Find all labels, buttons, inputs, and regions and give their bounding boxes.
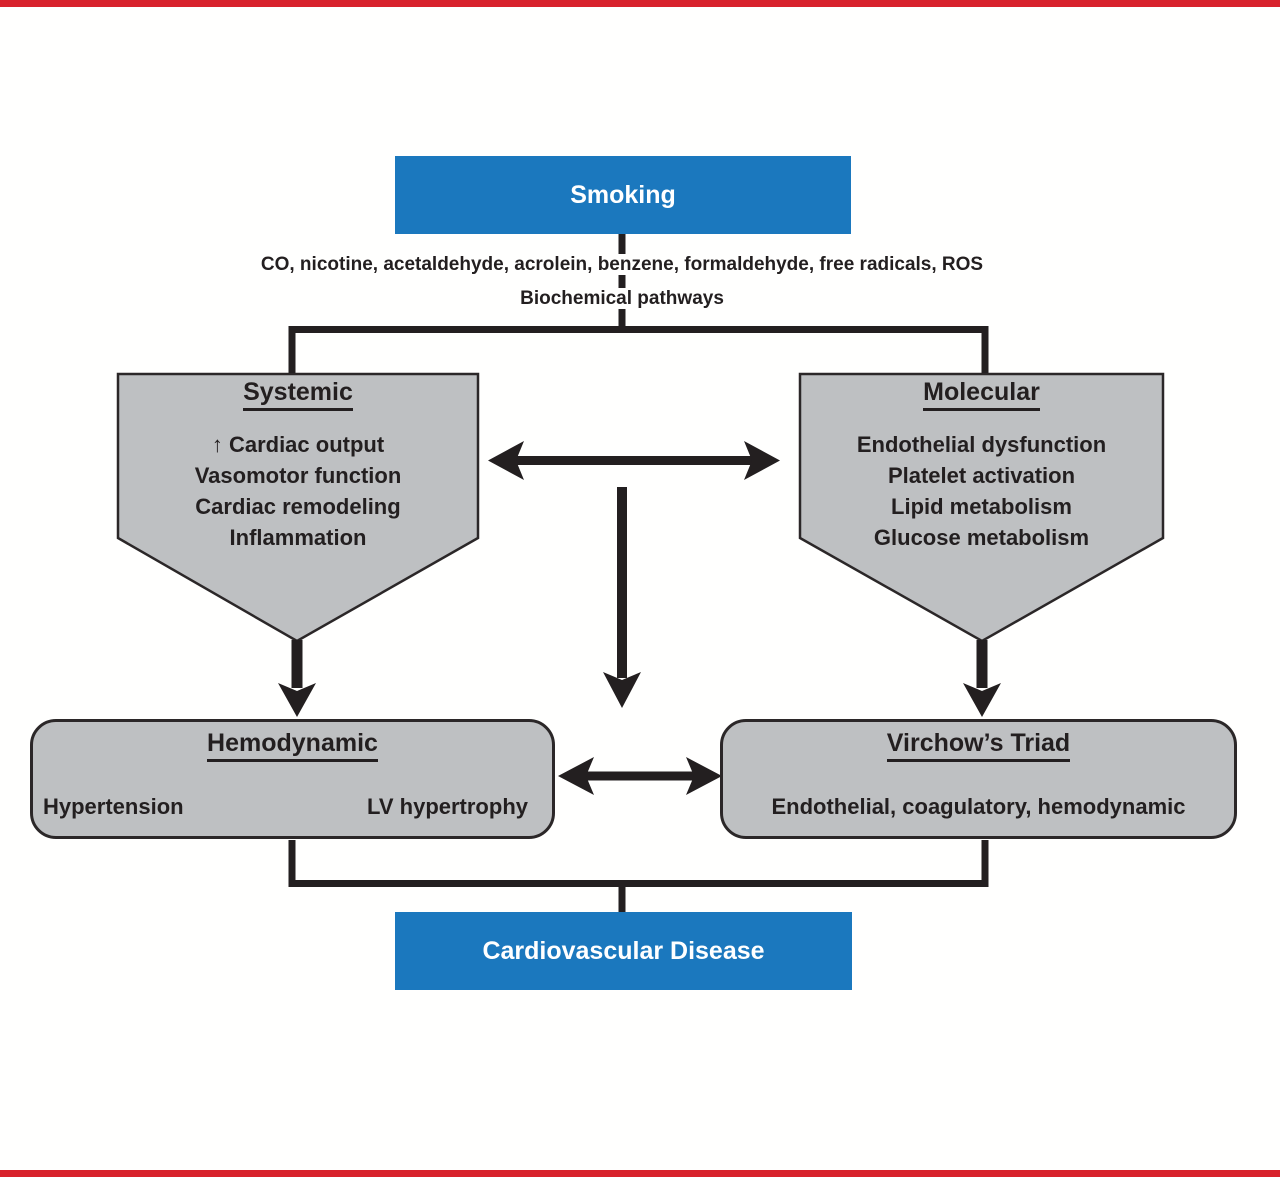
cvd-label: Cardiovascular Disease	[482, 936, 765, 965]
molecular-title: Molecular	[923, 378, 1040, 411]
hemodynamic-virchow-arrow	[558, 757, 722, 795]
molecular-pentagon	[798, 372, 1165, 643]
top-border-stripe	[0, 0, 1280, 7]
hemodynamic-title: Hemodynamic	[207, 729, 378, 762]
hemodynamic-node: Hemodynamic Hypertension LV hypertrophy	[30, 719, 555, 839]
hemodynamic-left-item: Hypertension	[43, 794, 184, 819]
molecular-item: Glucose metabolism	[873, 525, 1090, 550]
molecular-item: Endothelial dysfunction	[856, 432, 1107, 457]
systemic-molecular-arrow	[488, 441, 780, 480]
systemic-item: Inflammation	[229, 525, 367, 550]
hemodynamic-right-item: LV hypertrophy	[367, 794, 528, 819]
systemic-pentagon	[116, 372, 480, 643]
hemodynamic-body: Hypertension LV hypertrophy	[33, 794, 552, 820]
systemic-item: ↑ Cardiac output	[211, 432, 385, 457]
bottom-border-stripe	[0, 1170, 1280, 1177]
virchow-body: Endothelial, coagulatory, hemodynamic	[771, 794, 1186, 819]
molecular-item: Platelet activation	[887, 463, 1076, 488]
branch-connector	[288, 326, 989, 375]
virchow-node: Virchow’s Triad Endothelial, coagulatory…	[720, 719, 1237, 839]
systemic-title: Systemic	[243, 378, 353, 411]
molecular-item: Lipid metabolism	[891, 494, 1072, 519]
systemic-item: Vasomotor function	[194, 463, 402, 488]
systemic-hemodynamic-arrow	[278, 640, 316, 717]
virchow-title: Virchow’s Triad	[886, 729, 1071, 762]
exposures-text: CO, nicotine, acetaldehyde, acrolein, be…	[0, 252, 1244, 278]
smoking-label: Smoking	[570, 180, 676, 209]
molecular-node: Molecular Endothelial dysfunction Platel…	[800, 378, 1163, 553]
pathways-text: Biochemical pathways	[0, 286, 1244, 312]
cvd-node: Cardiovascular Disease	[395, 912, 852, 990]
central-downward-arrow	[603, 487, 641, 708]
systemic-node: Systemic ↑ Cardiac output Vasomotor func…	[118, 378, 478, 553]
molecular-virchow-arrow	[963, 640, 1001, 717]
merge-connector	[288, 840, 989, 887]
smoking-node: Smoking	[395, 156, 851, 234]
systemic-item: Cardiac remodeling	[195, 494, 401, 519]
